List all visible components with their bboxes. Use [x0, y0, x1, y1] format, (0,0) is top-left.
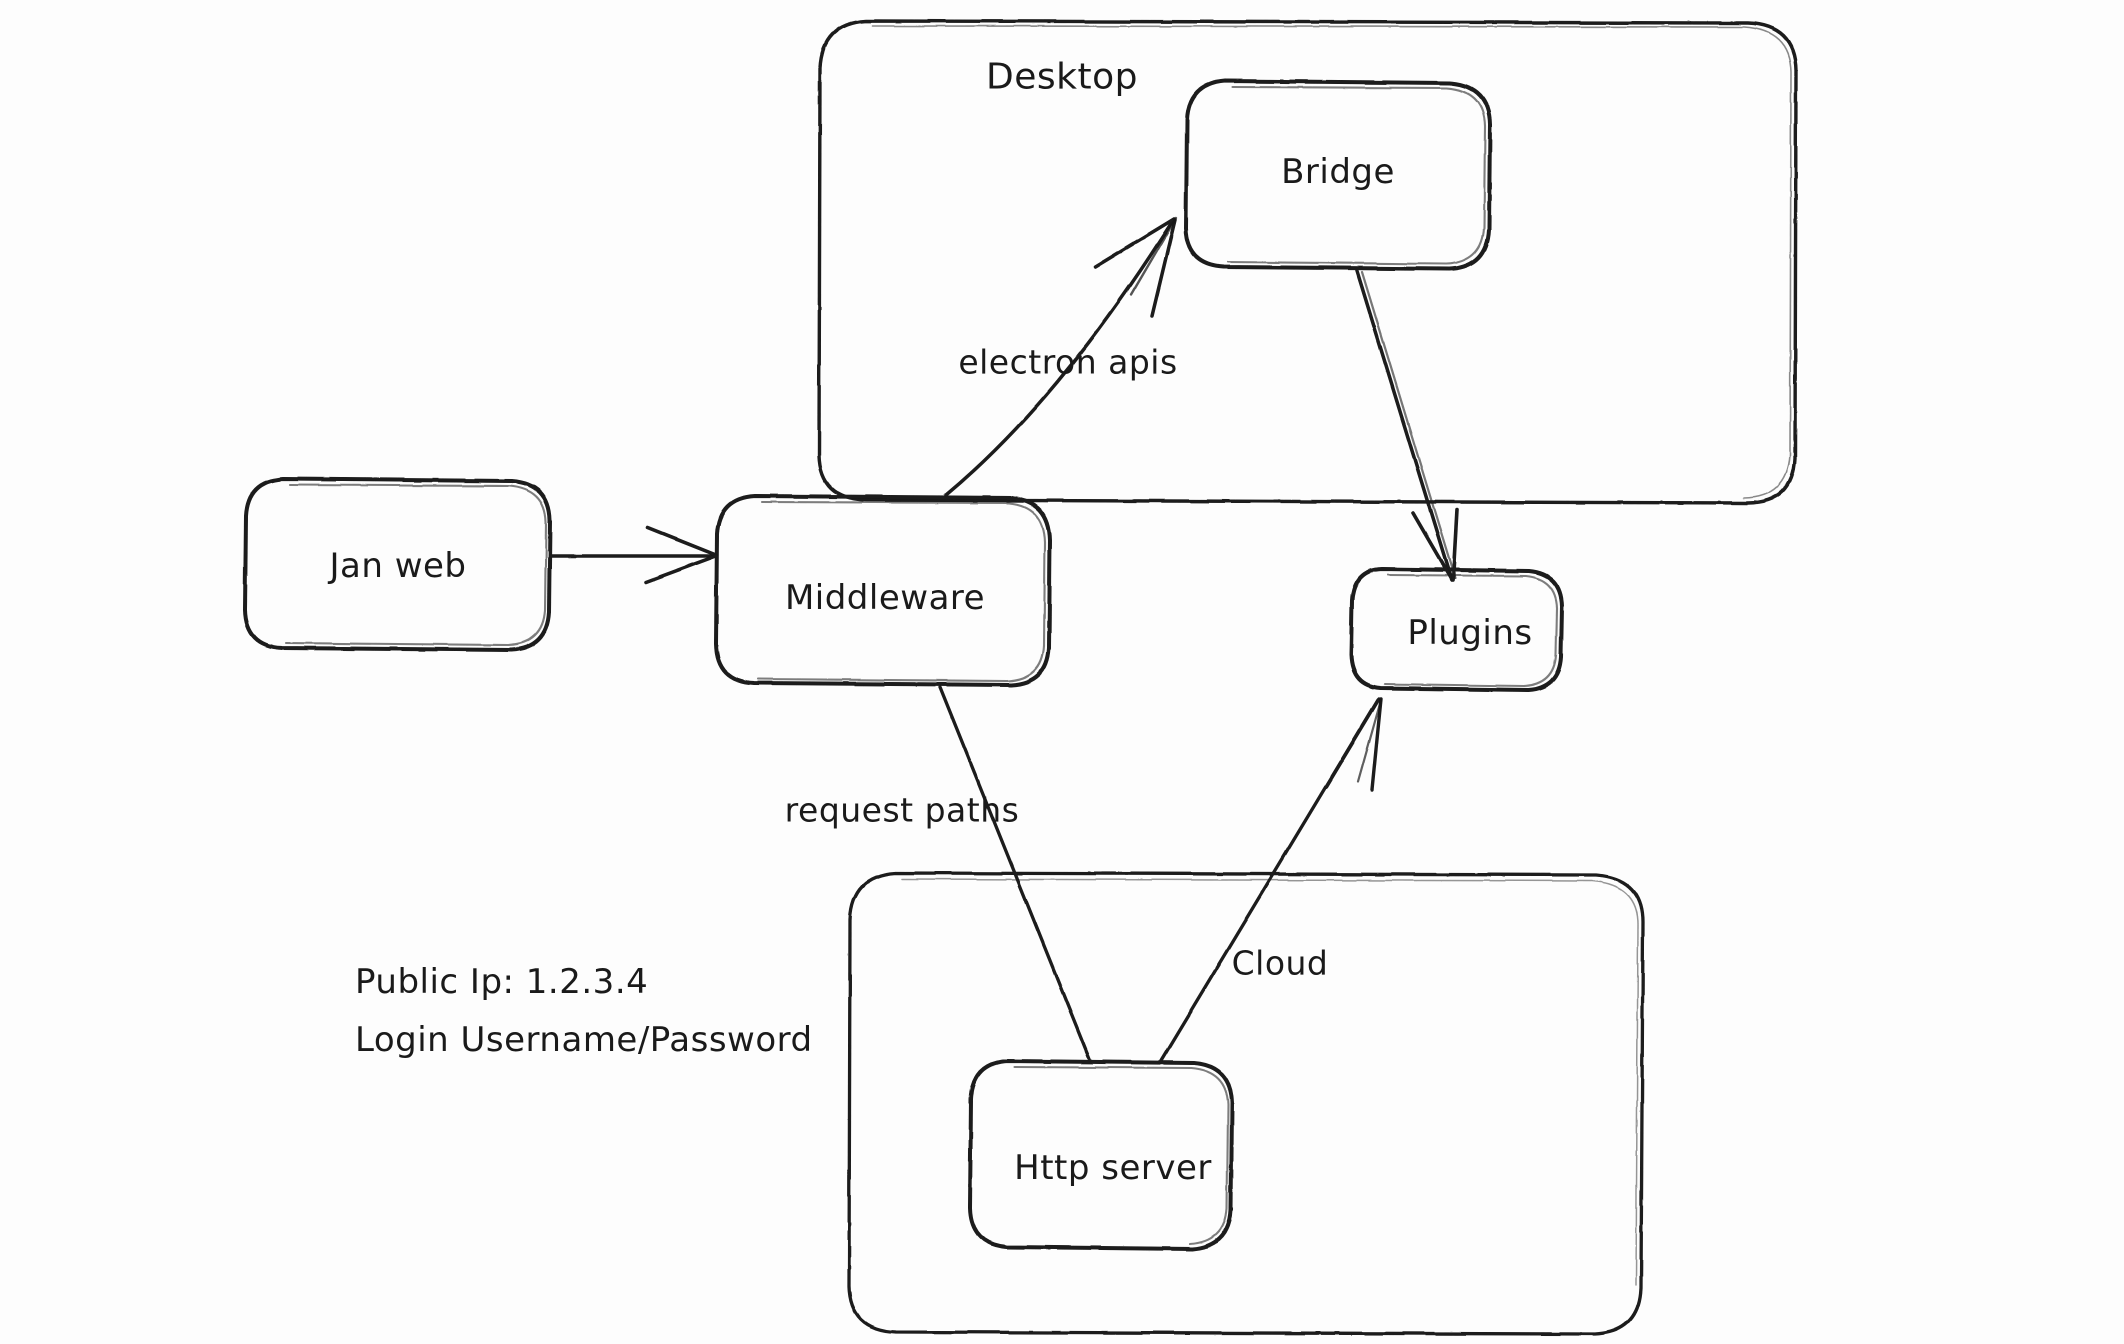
- node-jan-web[interactable]: [245, 478, 550, 650]
- edge-middleware-to-bridge: [944, 216, 1178, 497]
- node-middleware-outline: [714, 494, 1052, 687]
- group-cloud-outline: [847, 871, 1645, 1336]
- node-middleware[interactable]: [715, 495, 1050, 685]
- edge-http-server-to-plugins: [1158, 697, 1383, 1064]
- node-http-server[interactable]: [970, 1060, 1232, 1250]
- edge-http-server-to-middleware: [938, 685, 1092, 1062]
- node-bridge-outline: [1184, 79, 1492, 271]
- group-desktop-outline: [817, 19, 1798, 505]
- node-plugins-outline: [1349, 567, 1564, 692]
- node-jan-web-outline: [243, 477, 552, 652]
- edge-bridge-to-plugins: [1355, 269, 1459, 582]
- node-bridge[interactable]: [1185, 80, 1490, 270]
- node-plugins[interactable]: [1350, 568, 1562, 690]
- node-http-server-outline: [968, 1059, 1234, 1251]
- edge-jan-web-to-middleware: [549, 526, 718, 584]
